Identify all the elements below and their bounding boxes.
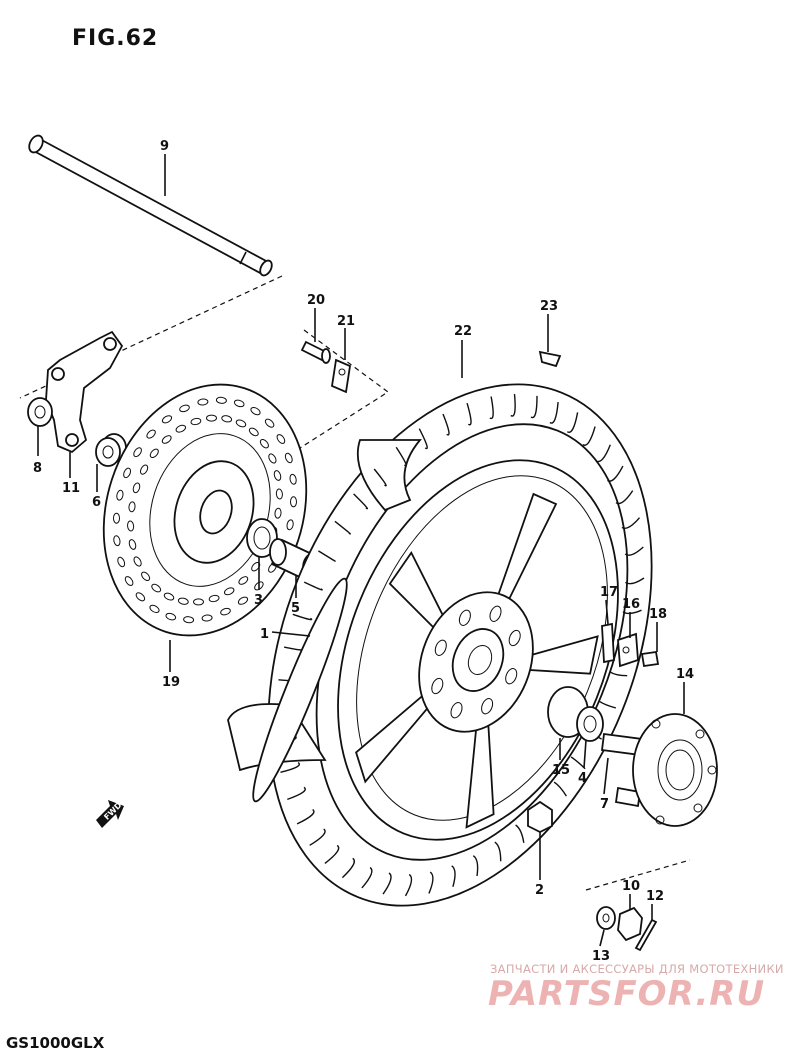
callout-14: 14 [676,667,694,682]
callout-19: 19 [162,675,180,690]
callout-18: 18 [649,607,667,622]
caliper-bracket[interactable] [45,330,124,454]
castle-nut-10[interactable] [617,906,643,942]
bolt-20[interactable] [300,340,331,364]
callout-11: 11 [62,481,80,496]
callout-3: 3 [254,593,263,608]
callout-17: 17 [600,585,618,600]
callout-9: 9 [160,139,169,154]
figure-title: FIG.62 [72,26,159,51]
wheel-bearing-3[interactable] [246,518,278,558]
callout-21: 21 [337,314,355,329]
spacer-8[interactable] [27,397,53,427]
callout-20: 20 [307,293,325,308]
callout-1: 1 [260,627,269,642]
callout-23: 23 [540,299,558,314]
axle-guide-line [19,275,283,399]
valve-23[interactable] [538,350,562,368]
plate-17[interactable] [601,622,615,664]
watermark-subtitle: ЗАПЧАСТИ И АКСЕССУАРЫ ДЛЯ МОТОТЕХНИКИ [490,962,784,976]
callout-13: 13 [592,949,610,964]
cotter-guide-line [585,859,691,891]
callout-labels: 9 20 21 23 22 8 11 6 3 5 1 19 17 16 18 1… [33,139,694,964]
callout-15: 15 [552,763,570,778]
callout-5: 5 [291,601,300,616]
forward-direction-arrow: FWD [96,800,124,828]
cotter-pin-12[interactable] [634,918,658,952]
nut-2[interactable] [527,800,553,834]
callout-2: 2 [535,883,544,898]
wheel-rim[interactable] [242,418,671,881]
rear-axle[interactable] [26,133,274,277]
callout-8: 8 [33,461,42,476]
wheel-bearing-4[interactable] [576,706,604,742]
callout-22: 22 [454,324,472,339]
bolt-guide-line [299,329,390,449]
callout-16: 16 [622,597,640,612]
lock-washer-21[interactable] [331,358,351,394]
callout-12: 12 [646,889,664,904]
leader-lines [37,154,685,947]
callout-7: 7 [600,797,609,812]
watermark-logo: PARTSFOR.RU [488,974,766,1014]
washer-13[interactable] [596,906,616,930]
plate-16[interactable] [617,632,639,668]
model-code: GS1000GLX [6,1034,105,1052]
callout-10: 10 [622,879,640,894]
spacer-6[interactable] [95,433,127,467]
bolt-18[interactable] [640,650,660,668]
callout-4: 4 [578,771,587,786]
brake-disc[interactable] [72,358,338,662]
callout-6: 6 [92,495,101,510]
drive-flange-14[interactable] [600,713,718,827]
